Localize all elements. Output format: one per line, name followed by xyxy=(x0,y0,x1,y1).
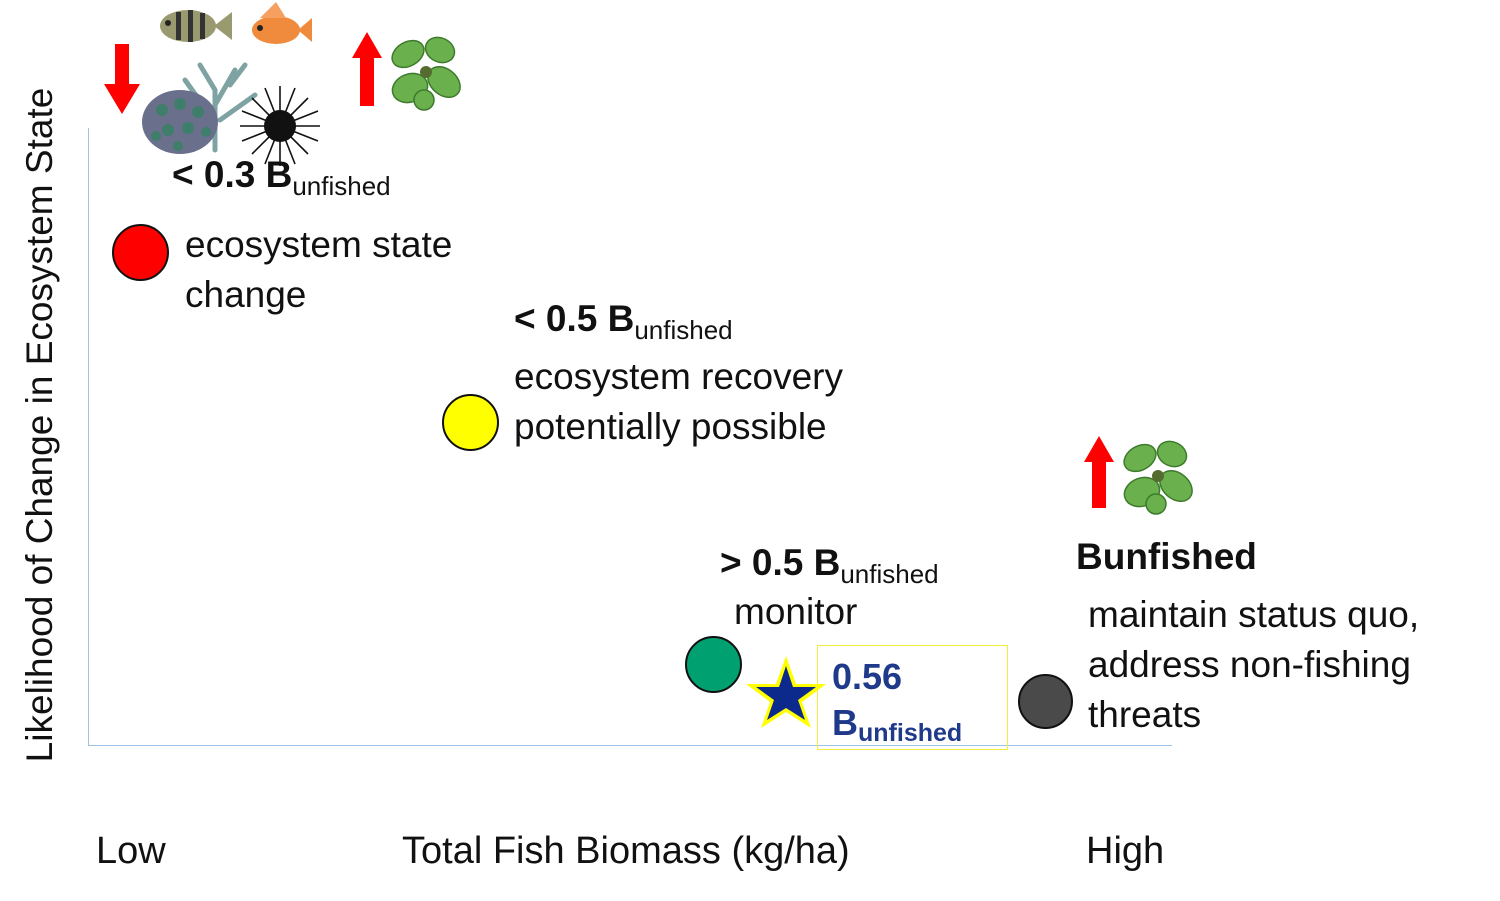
y-axis-line xyxy=(88,128,89,745)
coral-icon xyxy=(142,62,258,154)
algae-icon xyxy=(391,36,461,111)
threshold-4-label: Bunfished xyxy=(1076,536,1257,577)
threshold-2-label: < 0.5 Bunfished xyxy=(514,298,733,345)
current-status-label: 0.56 Bunfished xyxy=(832,656,963,747)
x-axis-title: Total Fish Biomass (kg/ha) xyxy=(402,830,850,872)
threshold-3-label: > 0.5 Bunfished xyxy=(720,542,939,589)
threshold-4-description: maintain status quo, address non-fishing… xyxy=(1088,594,1420,735)
sea-urchin-icon xyxy=(240,86,320,166)
algae-icon xyxy=(1123,440,1193,515)
threshold-1-description: ecosystem state change xyxy=(185,224,453,315)
threshold-3-dot xyxy=(685,636,742,693)
x-axis-high-label: High xyxy=(1086,830,1165,872)
up-arrow-icon xyxy=(1084,436,1114,508)
up-arrow-icon xyxy=(352,32,382,106)
x-axis-line xyxy=(88,745,1172,746)
y-axis-label: Likelihood of Change in Ecosystem State xyxy=(19,87,60,763)
current-status-star-icon xyxy=(746,656,826,728)
threshold-4-dot xyxy=(1018,674,1073,729)
threshold-1-dot xyxy=(112,224,169,281)
threshold-2-dot xyxy=(442,394,499,451)
x-axis-low-label: Low xyxy=(96,830,166,872)
fish-icon xyxy=(160,10,232,42)
threshold-1-label: < 0.3 Bunfished xyxy=(172,154,391,201)
down-arrow-icon xyxy=(104,44,140,114)
fish-icon xyxy=(252,2,312,44)
threshold-3-description: monitor xyxy=(734,591,858,632)
current-status-box xyxy=(817,645,1008,750)
threshold-2-description: ecosystem recovery potentially possible xyxy=(514,356,843,447)
